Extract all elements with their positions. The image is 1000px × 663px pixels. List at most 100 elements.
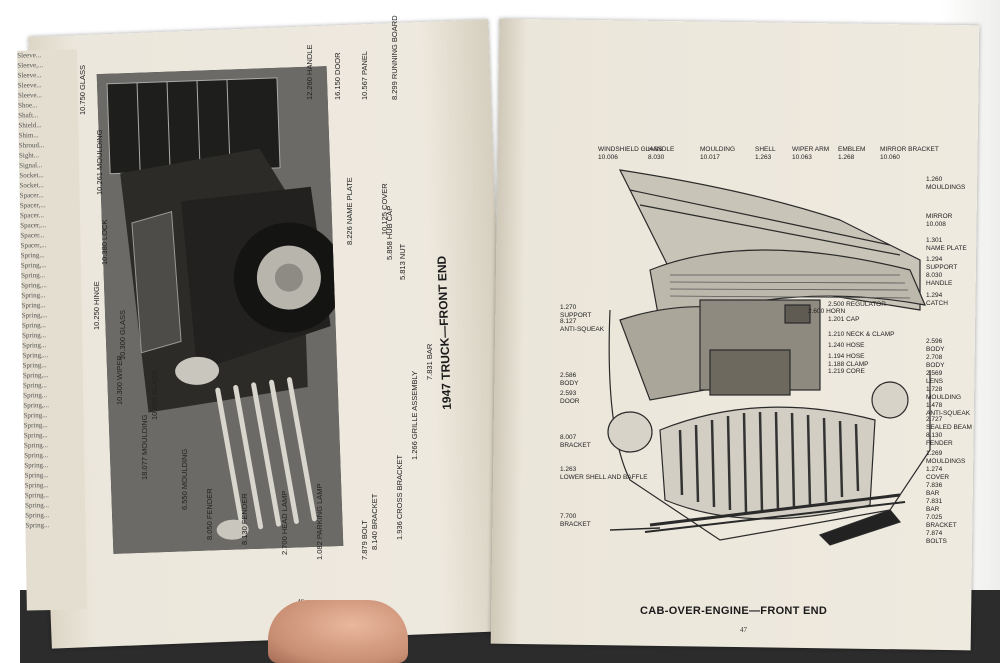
part-number: BAR (926, 505, 940, 513)
part-label: 18.077 MOULDING (140, 414, 149, 480)
part-name: 1.260 (926, 176, 943, 183)
part-label: 1.240 HOSE (828, 342, 865, 349)
part-number: SEALED BEAM (926, 423, 972, 431)
part-number: FENDER (926, 439, 953, 447)
part-label: 8.140 BRACKET (370, 493, 379, 550)
part-label: 10.300 WIPER (115, 355, 124, 405)
part-name: 7.874 (926, 530, 943, 537)
part-name: 1.294 (926, 256, 943, 263)
part-name: MOULDING (700, 146, 736, 153)
part-name: 1.301 (926, 237, 943, 244)
thumb (268, 600, 408, 663)
part-number: DOOR (560, 397, 580, 405)
truck-photo (96, 66, 344, 554)
part-number: SUPPORT (560, 311, 592, 319)
part-label: 8.050 FENDER (205, 488, 214, 540)
part-label: 10.250 HINGE (92, 281, 101, 330)
part-name: 1.274 (926, 466, 943, 473)
part-label: 1.266 GRILLE ASSEMBLY (410, 370, 419, 460)
part-label: 10.380 LOCK (100, 219, 109, 265)
part-number: MOULDING (926, 393, 962, 401)
index-text-column: Sleeve...Sleeve,...Sleeve...Sleeve...Sle… (17, 50, 85, 531)
part-name: EMBLEM (838, 146, 866, 153)
part-name: 8.030 (926, 272, 943, 279)
part-label: 10.567 PANEL (360, 50, 369, 100)
part-number: BODY (926, 361, 945, 369)
part-name: 2.569 (926, 370, 943, 377)
part-name: 2.586 (560, 372, 577, 379)
part-number: 10.008 (926, 220, 946, 228)
part-label: 7.831 BAR (425, 343, 434, 380)
part-number: ANTI-SQUEAK (560, 325, 605, 333)
part-number: BODY (560, 379, 579, 387)
part-label: 8.299 RUNNING BOARD (390, 15, 399, 100)
part-number: ANTI-SQUEAK (926, 409, 971, 417)
part-label: 1.194 HOSE (828, 353, 865, 360)
part-number: BOLTS (926, 537, 947, 545)
part-name: WINDSHIELD GLASS (598, 146, 663, 153)
right-page-caption: CAB-OVER-ENGINE—FRONT END (640, 605, 828, 617)
part-name: 7.836 (926, 482, 943, 489)
part-label: 2.600 HORN (808, 308, 846, 315)
part-label: 5.858 HUB CAP (385, 205, 394, 260)
truck-illustration (96, 66, 344, 554)
part-number: 10.060 (880, 153, 900, 161)
part-label: 6.550 MOULDING (180, 448, 189, 510)
part-name: MIRROR (926, 213, 953, 220)
part-number: BRACKET (926, 521, 957, 529)
part-name: 1.728 (926, 386, 943, 393)
part-number: MOULDINGS (926, 457, 966, 465)
index-page-edge: Sleeve...Sleeve,...Sleeve...Sleeve...Sle… (17, 49, 87, 611)
part-number: 10.006 (598, 153, 618, 161)
part-label: 1.082 PARKING LAMP (315, 483, 324, 560)
part-name: 8.130 (926, 432, 943, 439)
part-label: 5.813 NUT (398, 243, 407, 280)
part-label: 10.026 GLASS (150, 369, 159, 420)
part-number: BRACKET (560, 520, 591, 528)
part-label: 16.150 DOOR (333, 52, 342, 100)
part-label: 10.300 GLASS (118, 309, 127, 360)
right-page-number: 47 (740, 626, 747, 634)
part-name: 2.593 (560, 390, 577, 397)
part-name: 1.263 (560, 466, 577, 473)
part-label: 1.201 CAP (828, 316, 860, 323)
part-name: 1.478 (926, 402, 943, 409)
part-label: 1.219 CORE (828, 368, 865, 375)
part-number: NAME PLATE (926, 244, 967, 252)
part-name: 7.025 (926, 514, 943, 521)
part-name: 2.596 (926, 338, 943, 345)
part-number: HANDLE (926, 279, 953, 287)
part-name: HANDLE (648, 146, 675, 153)
part-number: 1.263 (755, 153, 772, 161)
part-name: 8.127 (560, 318, 577, 325)
part-number: COVER (926, 473, 950, 481)
part-label: 8.130 FENDER (240, 493, 249, 545)
part-name: 1.294 (926, 292, 943, 299)
part-number: 8.030 (648, 153, 665, 161)
part-label: 1.210 NECK & CLAMP (828, 331, 895, 338)
part-number: LOWER SHELL AND BAFFLE (560, 473, 648, 481)
